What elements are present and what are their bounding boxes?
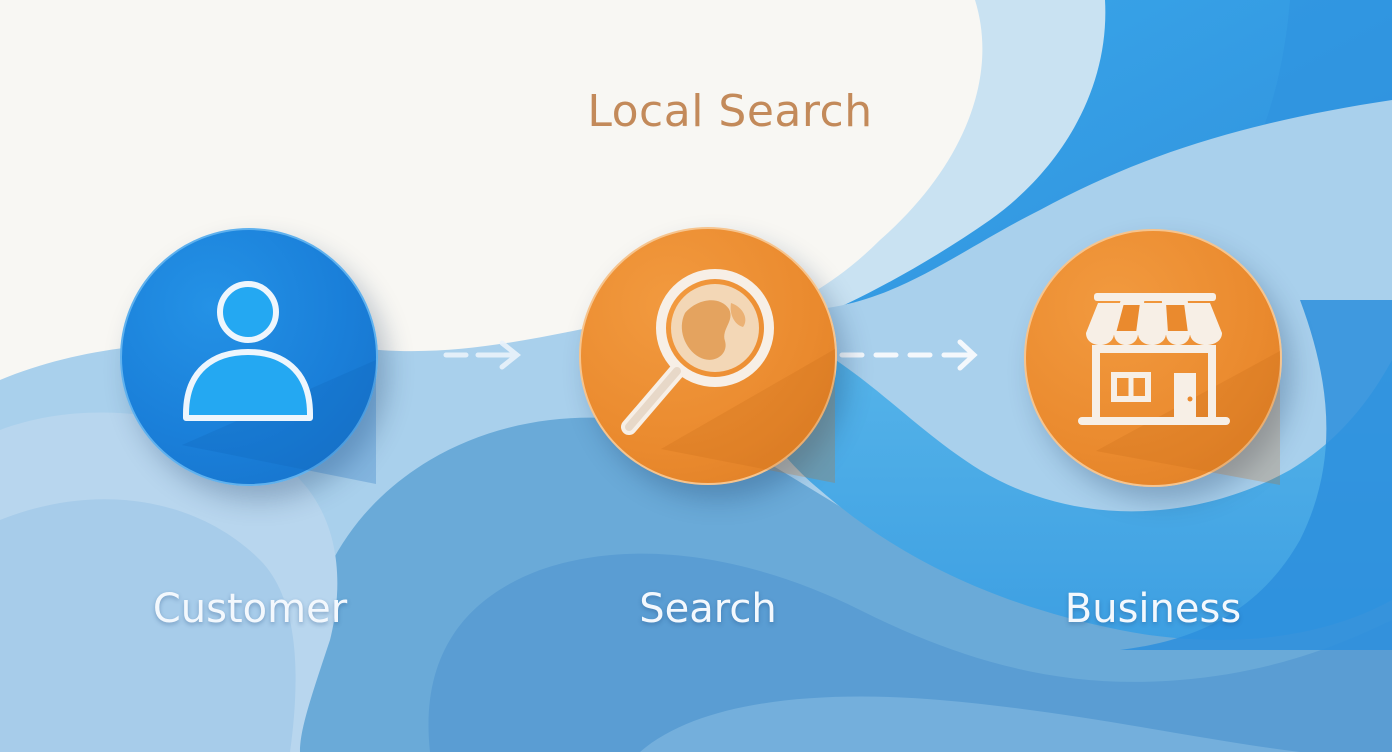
diagram-title: Local Search [587,86,873,137]
storefront-icon [1078,293,1280,485]
search-label: Search [639,586,777,632]
search-node [579,227,837,485]
customer-label: Customer [152,586,348,632]
business-node [1024,229,1282,487]
customer-node [120,228,378,486]
business-label: Business [1064,586,1242,632]
magnifier-globe-icon [621,269,835,483]
person-icon [182,281,376,484]
